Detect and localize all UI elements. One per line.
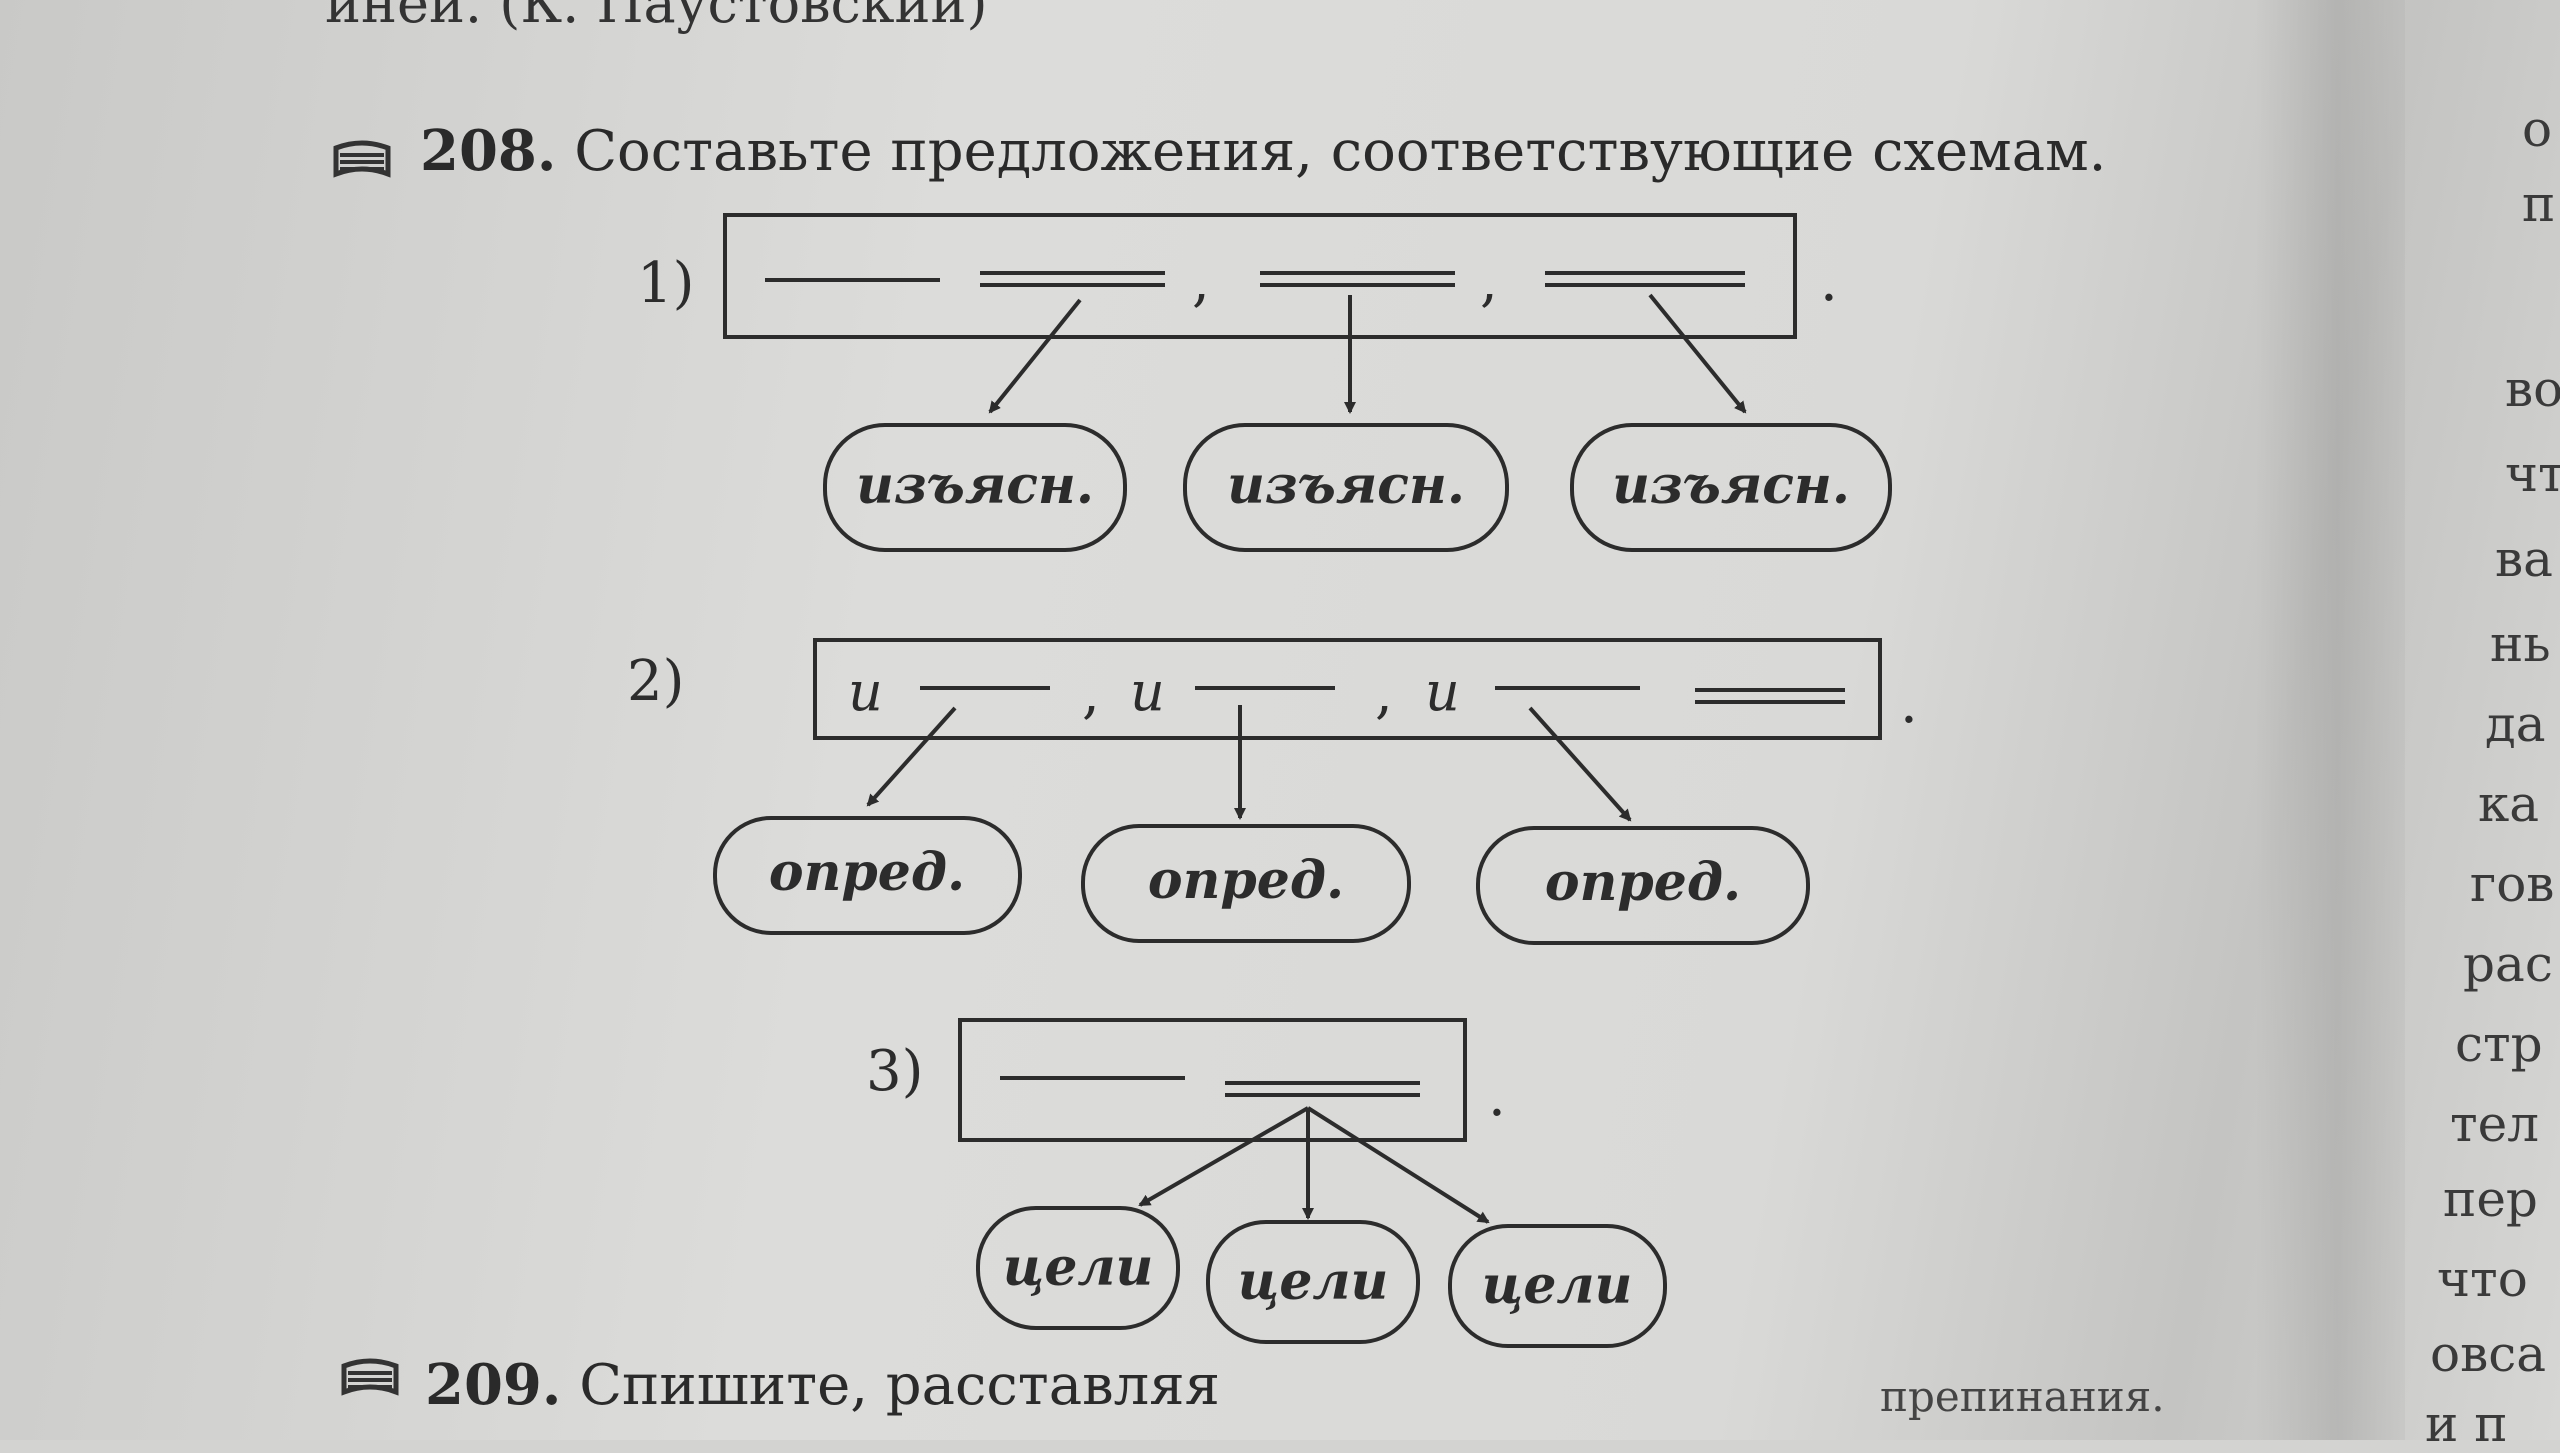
scheme-2: 2) и , и , и . опред. опред. опред. [627,638,1918,945]
scheme-2-arrow-3 [1528,706,1632,822]
scheme-1-arrow-3 [1648,293,1747,414]
scheme-3: 3) . цели цели цели [866,1018,1667,1348]
right-page-fragment: тел [2450,1095,2540,1153]
scheme-1-subordinate-label-3: изъясн. [1612,455,1850,516]
right-page-fragment: и п [2425,1395,2508,1453]
right-page-fragment: да [2485,695,2546,753]
scheme-1-comma-2: , [1480,249,1498,314]
scheme-2-subordinate-label-2: опред. [1148,850,1344,911]
exercise-209-header: 209. Спишите, расставляя [425,1352,1220,1418]
scheme-3-subordinate-box-1 [976,1206,1180,1330]
right-page-fragment: нь [2490,615,2551,673]
exercise-209-text: Спишите, расставляя [579,1353,1220,1418]
scheme-1-subordinate-box-3 [1570,423,1892,552]
right-page-fragment: рас [2463,935,2553,993]
scheme-2-conjunction-2: и [1130,660,1165,723]
scheme-1-subordinate-box-1 [823,423,1127,552]
right-page-fragment: ка [2478,775,2540,833]
book-icon [333,140,391,178]
exercise-208-text: Составьте предложения, соответствующие с… [574,119,2107,184]
scheme-2-subordinate-label-3: опред. [1545,852,1741,913]
scheme-1-arrow-1 [988,298,1082,414]
exercise-209-tail: препинания. [1880,1372,2165,1421]
previous-exercise-tail: иней. (К. Паустовский) [325,0,988,35]
right-page-fragment: чт [2505,445,2560,503]
scheme-2-end-mark: . [1900,671,1918,736]
scheme-1-subordinate-box-2 [1183,423,1509,552]
right-page-fragment: стр [2455,1015,2543,1073]
right-page-fragment: гов [2470,855,2555,913]
scheme-3-arrow-1 [1138,1106,1310,1207]
scheme-1: 1) , , . изъясн. изъясн. изъясн. [637,213,1892,552]
right-page-fragment: п [2522,175,2556,233]
scheme-3-end-mark: . [1488,1064,1506,1129]
scheme-2-comma-1: , [1082,661,1100,726]
exercise-209-number: 209. [425,1352,562,1418]
right-page-fragment: во [2505,360,2560,418]
scheme-3-subordinate-label-2: цели [1238,1251,1389,1312]
right-page-fragment: пер [2443,1170,2538,1228]
scheme-1-label: 1) [637,251,694,316]
scheme-1-end-mark: . [1820,249,1838,314]
right-page-fragment: ва [2495,530,2553,588]
exercise-208-number: 208. [420,118,557,184]
scheme-1-subordinate-label-1: изъясн. [856,455,1094,516]
scheme-2-subordinate-box-2 [1081,824,1411,943]
scheme-3-subordinate-label-3: цели [1482,1255,1633,1316]
scheme-2-conjunction-3: и [1425,660,1460,723]
right-page-fragment: о [2522,100,2553,158]
book-icon [341,1358,399,1396]
scheme-2-comma-2: , [1375,661,1393,726]
scheme-3-subordinate-box-2 [1206,1220,1420,1344]
scheme-2-arrow-1 [866,706,957,807]
right-page-fragment: что [2437,1250,2528,1308]
scheme-1-main-clause-box [723,213,1797,339]
scheme-2-subordinate-box-1 [713,816,1022,935]
scheme-3-subordinate-label-1: цели [1003,1237,1154,1298]
scheme-1-subordinate-label-2: изъясн. [1227,455,1465,516]
right-page-fragment: овса [2430,1325,2547,1383]
scheme-3-arrow-3 [1306,1106,1490,1224]
scheme-2-subordinate-label-1: опред. [769,842,965,903]
scheme-2-main-clause-box [813,638,1882,740]
exercise-208-header: 208. Составьте предложения, соответствую… [420,118,2106,184]
scheme-3-main-clause-box [958,1018,1467,1142]
scheme-3-subordinate-box-3 [1448,1224,1667,1348]
scheme-2-label: 2) [627,649,684,714]
scheme-2-subordinate-box-3 [1476,826,1810,945]
scheme-3-label: 3) [866,1039,923,1104]
scheme-2-conjunction-1: и [848,660,883,723]
page-gutter-shadow [2255,0,2405,1440]
scheme-1-comma-1: , [1192,249,1210,314]
